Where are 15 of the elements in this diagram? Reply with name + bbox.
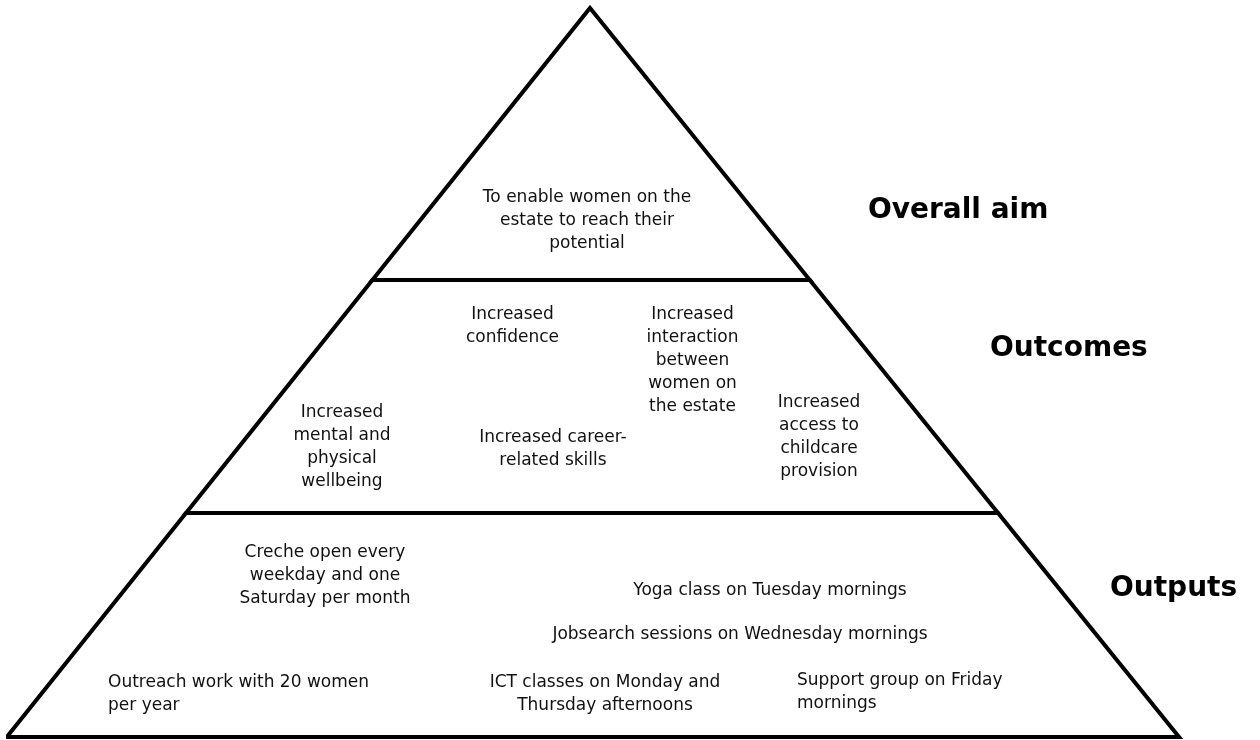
item-text: Increased access to childcare provision [776, 390, 862, 482]
level-heading: Outputs [1110, 570, 1238, 603]
item-text: Increased confidence [464, 302, 561, 348]
item-text: ICT classes on Monday and Thursday afternoons [488, 670, 722, 716]
item-text: Increased mental and physical wellbeing [292, 400, 392, 492]
item-text: Creche open every weekday and one Saturday per month [238, 540, 412, 609]
item-text: Jobsearch sessions on Wednesday mornings [550, 622, 929, 645]
item-text: Outreach work with 20 women per year [108, 670, 370, 716]
item-text: Yoga class on Tuesday mornings [632, 578, 908, 601]
level-heading: Overall aim [868, 192, 1049, 225]
item-text: To enable women on the estate to reach their potential [482, 185, 692, 254]
item-text: Increased career-related skills [478, 425, 628, 471]
level-heading: Outcomes [990, 330, 1148, 363]
item-text: Increased interaction between women on the estate [645, 302, 740, 417]
item-text: Support group on Friday mornings [797, 668, 1004, 714]
